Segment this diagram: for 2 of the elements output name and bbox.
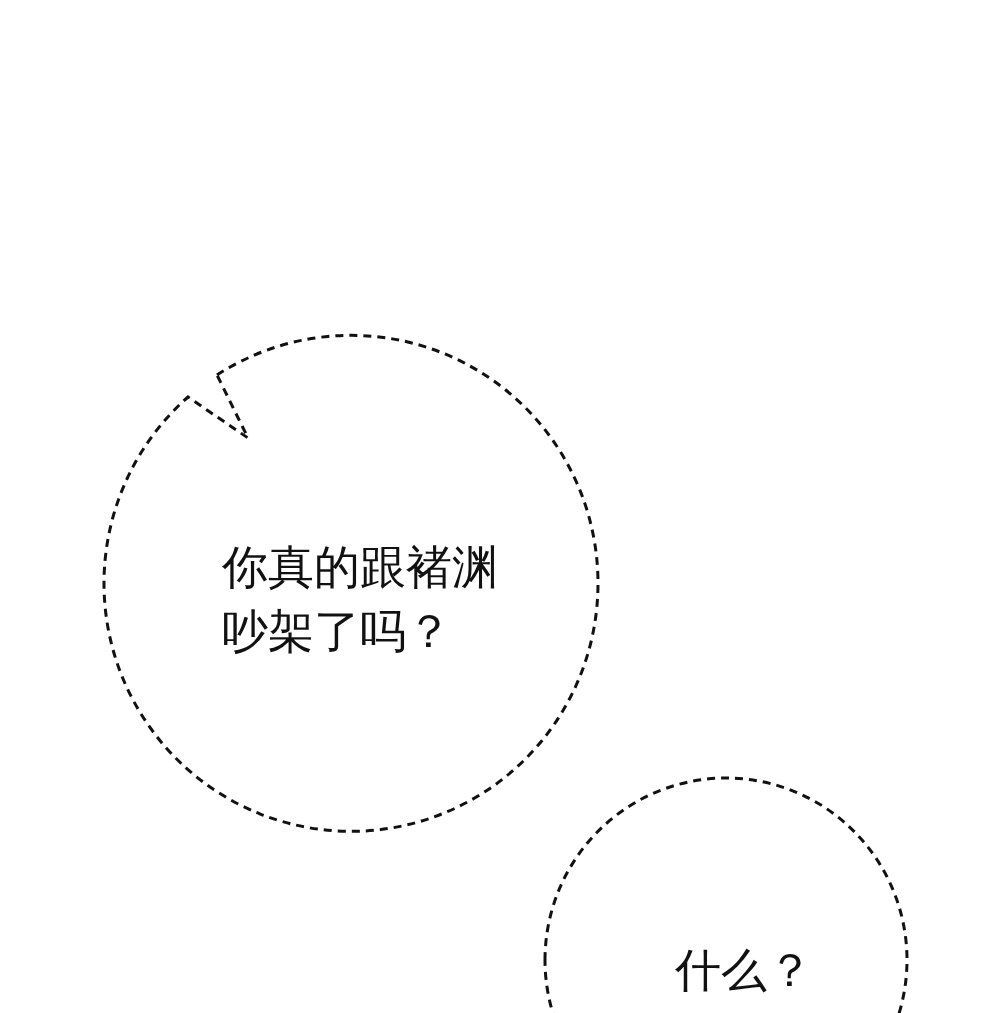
dialogue-text: 你真的跟褚渊吵架了吗？ — [222, 539, 499, 660]
dialogue-text: 什么？ — [675, 942, 814, 999]
